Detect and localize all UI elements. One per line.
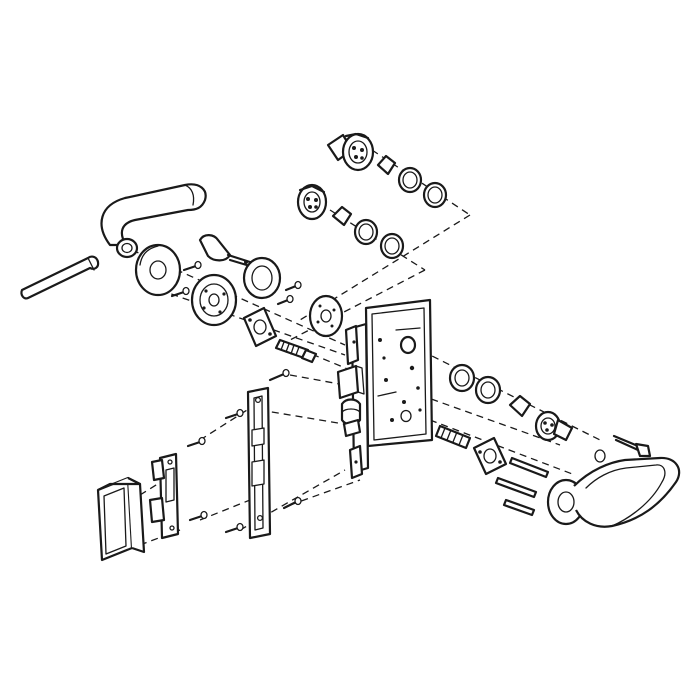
rose-large-left [134,243,182,297]
spring-rose [308,294,344,338]
cylinder-ring-right-1 [448,363,476,393]
spindle-right [434,424,472,450]
cylinder-ring-right-2 [474,375,502,405]
cylinder-ring-middle-1 [353,218,379,246]
cam-top [376,154,397,176]
thumb-piece-right [612,434,652,458]
cam-right [508,394,532,418]
mounting-plate-left [242,306,278,348]
mortise-cylinder-middle [296,183,328,221]
cam-middle [331,205,353,227]
mounting-plate-right [472,436,508,476]
screws-left-upper [170,260,202,298]
cylinder-ring-top-1 [397,166,423,194]
strike-box [96,476,146,562]
armor-front-plate [246,386,272,540]
lever-handle-left [100,183,207,259]
mortise-cylinder-top [326,132,375,172]
thumb-turn [198,234,252,268]
through-bolts [494,456,550,517]
lever-handle-right [573,456,681,528]
deadbolt [336,364,365,400]
front-plate-screws [224,368,302,534]
rose-escutcheon-left [190,273,238,327]
cylinder-ring-top-2 [422,181,448,209]
cylinder-ring-middle-2 [379,232,405,260]
screws-plate [276,280,302,306]
rose-small-thumb [242,256,282,300]
spindle-left [274,338,318,364]
strike-plate [148,452,180,540]
spanner-wrench [20,255,100,300]
mortise-cylinder-right [534,410,574,442]
latch-bolt [340,398,362,438]
small-screw-right [594,449,606,463]
mortise-faceplate [344,322,370,480]
strike-screws [186,436,208,522]
mortise-lock-body [364,298,434,448]
